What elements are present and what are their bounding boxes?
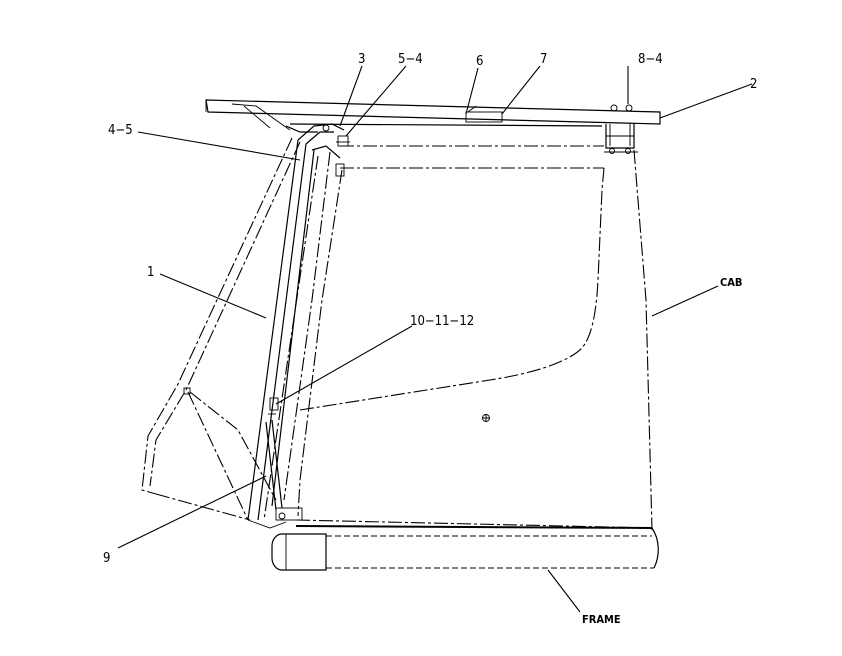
callout-4-5: 4−5 [108,123,133,138]
callout-9: 9 [103,551,110,566]
callout-8-4: 8−4 [638,52,663,67]
roof-guard-plate [205,99,661,133]
callout-7: 7 [540,52,547,67]
callout-2: 2 [750,77,757,92]
support-strut [265,397,303,521]
callout-6: 6 [476,54,483,69]
callout-1: 1 [147,265,154,280]
cab-outline [283,145,653,531]
callout-10-11-12: 10−11−12 [410,314,474,329]
front-guard-post [247,123,350,529]
folded-guard-phantom [141,137,319,521]
callout-frame: FRAME [582,613,621,626]
callout-cab: CAB [720,276,742,289]
machine-frame [271,525,659,571]
leader-lines [117,65,753,613]
rear-mount-bracket [604,124,638,154]
callout-5-4: 5−4 [398,52,423,67]
callout-3: 3 [358,52,365,67]
